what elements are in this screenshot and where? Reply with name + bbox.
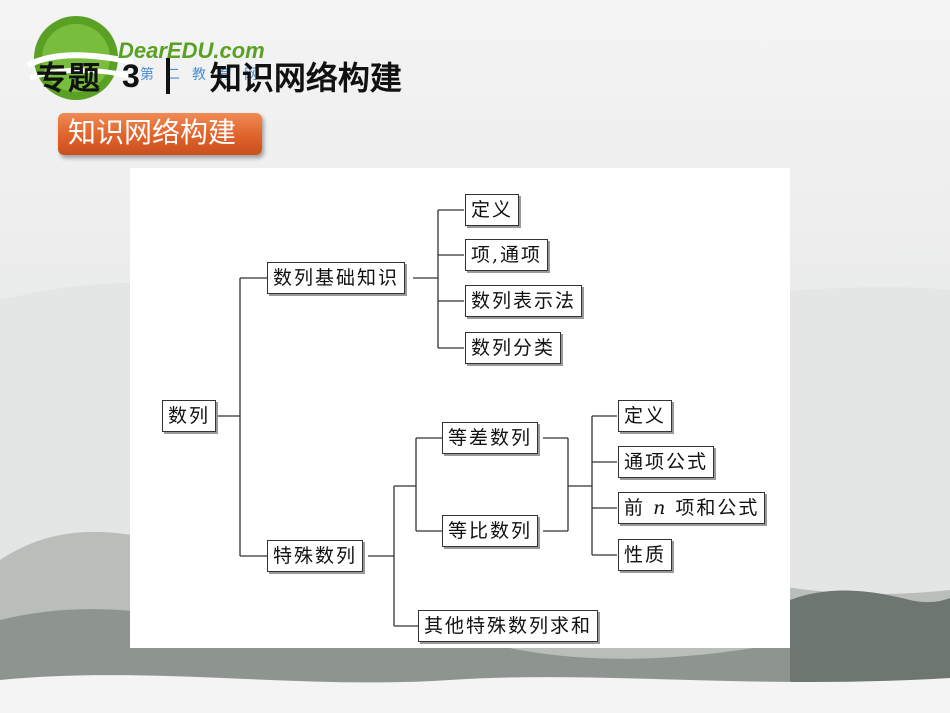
node-partial-sum-suffix: 项和公式 bbox=[675, 497, 760, 519]
title-text: 知识网络构建 bbox=[209, 59, 402, 97]
node-partial-sum-formula: 前 n 项和公式 bbox=[618, 492, 766, 524]
node-basic-knowledge: 数列基础知识 bbox=[267, 262, 406, 294]
node-general-term-formula: 通项公式 bbox=[618, 446, 715, 478]
node-arithmetic-sequence: 等差数列 bbox=[442, 422, 539, 454]
node-properties: 性质 bbox=[618, 539, 673, 571]
node-basic-classification: 数列分类 bbox=[465, 332, 562, 364]
node-geometric-sequence: 等比数列 bbox=[442, 515, 539, 547]
node-special-definition-label: 定义 bbox=[624, 405, 667, 427]
node-basic-knowledge-label: 数列基础知识 bbox=[273, 267, 400, 289]
node-special-sequences-label: 特殊数列 bbox=[273, 545, 358, 567]
site-logo bbox=[18, 10, 318, 110]
title-number: 3 bbox=[122, 57, 140, 94]
node-special-definition: 定义 bbox=[618, 400, 673, 432]
node-root-sequence: 数列 bbox=[162, 400, 217, 432]
node-basic-representation: 数列表示法 bbox=[465, 285, 583, 317]
node-arithmetic-sequence-label: 等差数列 bbox=[448, 427, 533, 449]
logo-emblem-icon bbox=[26, 16, 134, 100]
node-other-sums: 其他特殊数列求和 bbox=[418, 610, 599, 642]
node-basic-definition: 定义 bbox=[465, 194, 520, 226]
node-basic-definition-label: 定义 bbox=[471, 199, 514, 221]
node-geometric-sequence-label: 等比数列 bbox=[448, 520, 533, 542]
node-partial-sum-prefix: 前 bbox=[624, 497, 646, 519]
tree-connectors bbox=[218, 209, 617, 627]
node-special-sequences: 特殊数列 bbox=[267, 540, 364, 572]
title-divider bbox=[165, 58, 170, 94]
node-general-term-formula-label: 通项公式 bbox=[624, 451, 709, 473]
page-title: 专题 3 知识网络构建 bbox=[36, 56, 402, 98]
node-partial-sum-variable: n bbox=[653, 497, 668, 519]
node-root-label: 数列 bbox=[168, 405, 211, 427]
logo-wordmark: DearEDU.com bbox=[118, 38, 265, 63]
section-badge: 知识网络构建 bbox=[58, 113, 262, 155]
node-basic-term-label: 项,通项 bbox=[471, 244, 543, 266]
node-basic-classification-label: 数列分类 bbox=[471, 337, 556, 359]
knowledge-tree-diagram: 数列 数列基础知识 定义 项,通项 数列表示法 数列分类 特殊数列 等差数列 等… bbox=[130, 168, 790, 648]
section-badge-label: 知识网络构建 bbox=[68, 116, 237, 149]
node-other-sums-label: 其他特殊数列求和 bbox=[424, 615, 593, 637]
node-basic-term: 项,通项 bbox=[465, 239, 549, 271]
node-properties-label: 性质 bbox=[624, 544, 667, 566]
title-topic: 专题 bbox=[36, 59, 101, 97]
node-basic-representation-label: 数列表示法 bbox=[471, 290, 577, 312]
